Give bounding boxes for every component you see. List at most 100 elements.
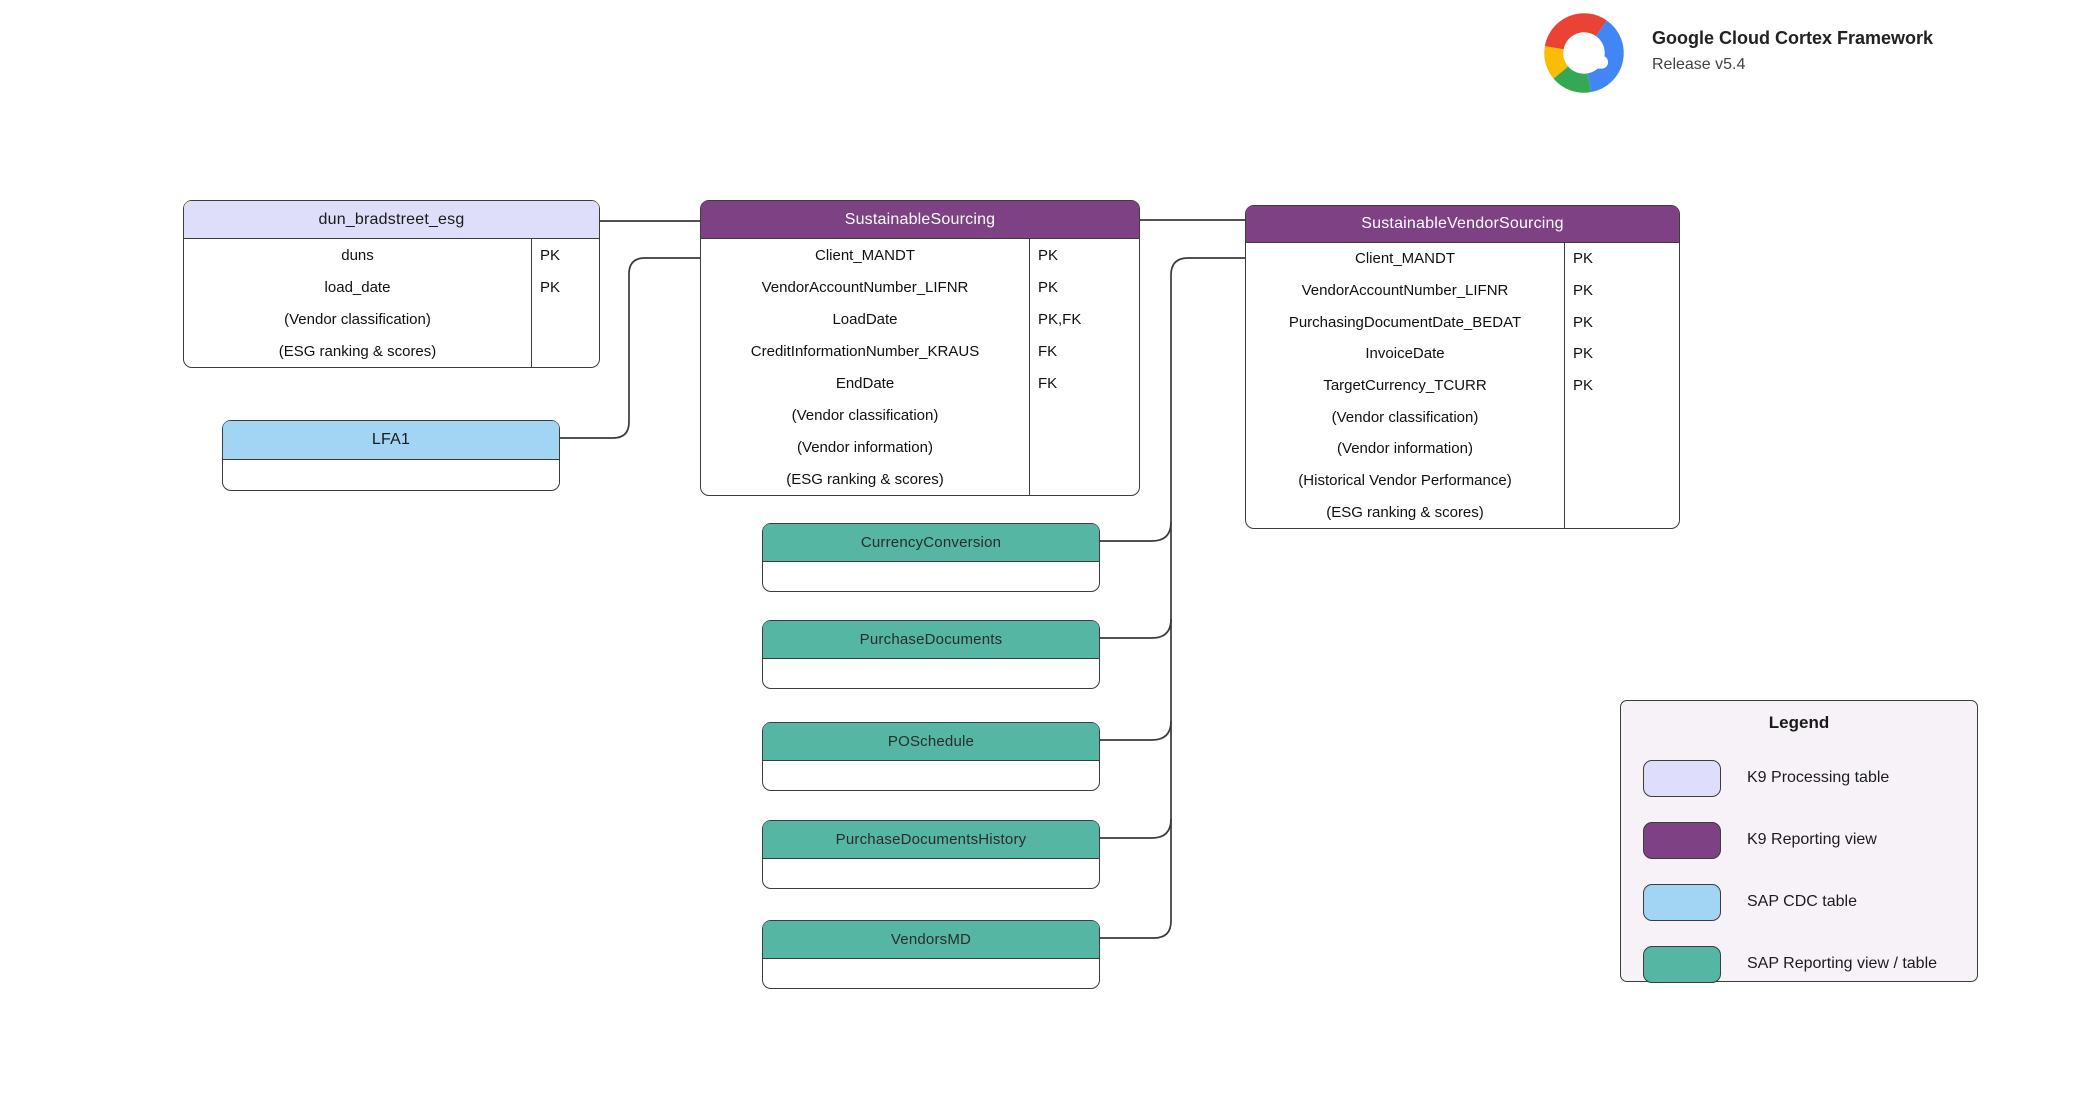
entity-lfa1: LFA1 — [222, 420, 560, 491]
entity-purchase-documents: PurchaseDocuments — [762, 620, 1100, 689]
connector-poschedule-branch — [1100, 720, 1172, 741]
field-key: PK — [531, 239, 599, 271]
field-name: duns — [341, 246, 374, 264]
entity-row — [763, 659, 1099, 688]
field-name — [223, 460, 559, 490]
field-name: (Vendor classification) — [1331, 408, 1479, 426]
field-name: VendorAccountNumber_LIFNR — [761, 278, 969, 296]
legend-item-sap-reporting: SAP Reporting view / table — [1621, 933, 1977, 995]
entity-title: LFA1 — [223, 421, 559, 460]
field-name: (ESG ranking & scores) — [786, 470, 944, 488]
field-name: (Historical Vendor Performance) — [1298, 471, 1512, 489]
entity-row — [763, 959, 1099, 988]
field-key: FK — [1029, 335, 1139, 367]
field-name: (ESG ranking & scores) — [1326, 503, 1484, 521]
entity-row: Client_MANDT PK — [701, 239, 1139, 271]
field-name — [763, 859, 1099, 888]
legend-label: SAP Reporting view / table — [1747, 955, 1938, 972]
entity-title: dun_bradstreet_esg — [184, 201, 599, 239]
entity-body — [763, 761, 1099, 790]
legend-item-sap-cdc: SAP CDC table — [1621, 871, 1977, 933]
field-name: VendorAccountNumber_LIFNR — [1301, 281, 1509, 299]
field-name: InvoiceDate — [1365, 345, 1445, 363]
legend-label: SAP CDC table — [1747, 893, 1857, 910]
field-name: (Vendor information) — [797, 438, 933, 456]
entity-row: (Vendor classification) — [184, 303, 599, 335]
entity-title: PurchaseDocuments — [763, 621, 1099, 659]
legend-item-k9-processing: K9 Processing table — [1621, 747, 1977, 809]
field-key: PK — [1564, 337, 1679, 370]
entity-row: VendorAccountNumber_LIFNR PK — [1246, 274, 1679, 307]
field-name: LoadDate — [832, 310, 898, 328]
entity-title: POSchedule — [763, 723, 1099, 761]
entity-row: (Vendor classification) — [1246, 401, 1679, 433]
field-key: PK — [1029, 239, 1139, 271]
entity-row: TargetCurrency_TCURR PK — [1246, 369, 1679, 402]
legend: Legend K9 Processing table K9 Reporting v… — [1620, 700, 1978, 983]
connector-currencyconversion-branch — [1100, 521, 1172, 542]
entity-row — [763, 859, 1099, 888]
entity-body — [763, 959, 1099, 988]
field-key — [1564, 432, 1679, 465]
field-key: PK — [531, 271, 599, 303]
field-key — [1029, 431, 1139, 463]
legend-title: Legend — [1768, 713, 1830, 732]
field-name: (Vendor information) — [1337, 440, 1473, 458]
field-name: Client_MANDT — [1354, 250, 1456, 268]
entity-currency-conversion: CurrencyConversion — [762, 523, 1100, 592]
entity-title: SustainableVendorSourcing — [1246, 206, 1679, 243]
legend-swatch-sap-cdc — [1643, 883, 1721, 921]
entity-title: SustainableSourcing — [701, 201, 1139, 239]
field-key — [1029, 463, 1139, 495]
field-name: (ESG ranking & scores) — [278, 342, 437, 360]
entity-row: (ESG ranking & scores) — [1246, 496, 1679, 528]
field-name: TargetCurrency_TCURR — [1323, 376, 1487, 394]
entity-title: CurrencyConversion — [763, 524, 1099, 562]
entity-row: (ESG ranking & scores) — [701, 463, 1139, 495]
entity-body — [763, 859, 1099, 888]
field-name: load_date — [324, 278, 391, 296]
field-name — [763, 761, 1099, 790]
entity-row: (Historical Vendor Performance) — [1246, 464, 1679, 497]
legend-swatch-k9-processing — [1643, 759, 1721, 797]
entity-row: duns PK — [184, 239, 599, 271]
entity-row — [763, 761, 1099, 790]
connector-lfa1-to-sustainablesourcing — [560, 257, 700, 439]
field-name: Client_MANDT — [814, 246, 916, 264]
entity-body — [223, 460, 559, 490]
field-key — [531, 335, 599, 367]
field-key — [1029, 399, 1139, 431]
field-name: (Vendor classification) — [284, 310, 431, 328]
app-title: Google Cloud Cortex Framework — [1652, 28, 1934, 48]
field-name — [763, 562, 1099, 591]
field-key — [1564, 401, 1679, 433]
field-key: PK — [1029, 271, 1139, 303]
entity-row: load_date PK — [184, 271, 599, 303]
legend-label: K9 Reporting view — [1747, 831, 1877, 848]
field-key: FK — [1029, 367, 1139, 399]
entity-body: Client_MANDT PK VendorAccountNumber_LIFNR P… — [701, 239, 1139, 495]
connector-purchasedocumentshistory-branch — [1100, 818, 1172, 839]
legend-swatch-k9-reporting — [1643, 821, 1721, 859]
entity-row: InvoiceDate PK — [1246, 337, 1679, 370]
entity-row — [223, 460, 559, 490]
field-key — [1564, 496, 1679, 528]
release-version: Release v5.4 — [1652, 55, 1746, 73]
legend-label: K9 Processing table — [1747, 769, 1890, 786]
legend-swatch-sap-reporting — [1643, 945, 1721, 983]
field-key: PK — [1564, 306, 1679, 338]
entity-row: VendorAccountNumber_LIFNR PK — [701, 271, 1139, 303]
field-key: PK — [1564, 369, 1679, 402]
google-cloud-logo-icon — [1544, 13, 1624, 93]
field-key: PK — [1564, 274, 1679, 307]
